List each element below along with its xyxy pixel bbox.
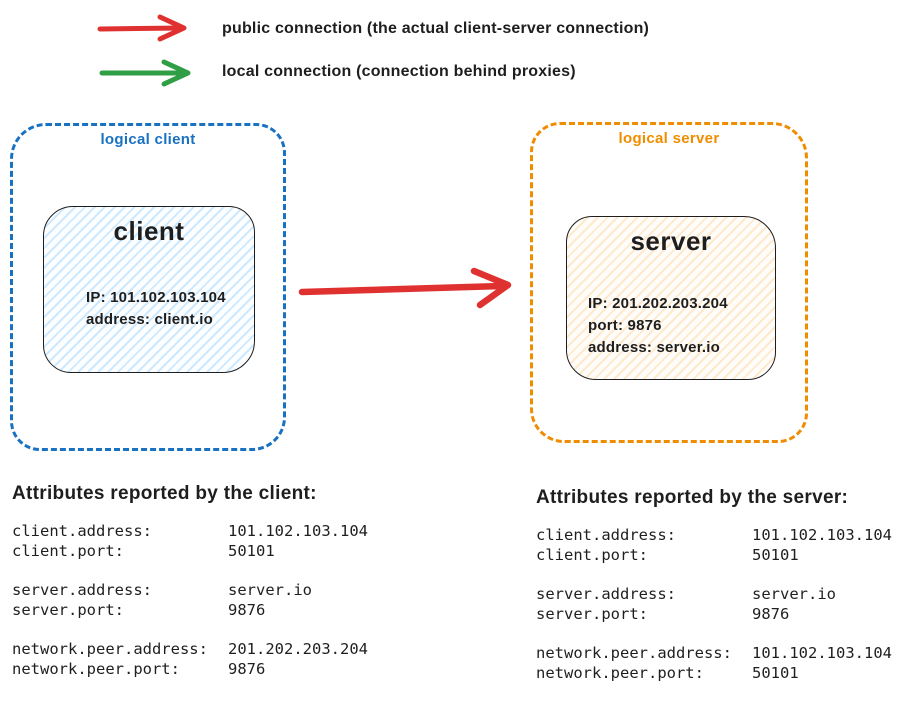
attr-key: server.port: xyxy=(536,604,648,623)
attr-key: network.peer.address: xyxy=(536,644,732,662)
server-attributes-heading: Attributes reported by the server: xyxy=(536,487,849,508)
server-node: server IP: 201.202.203.204 port: 9876 ad… xyxy=(566,216,776,380)
attr-row: server.address: server.io xyxy=(536,585,896,605)
attr-value: 50101 xyxy=(752,663,799,682)
client-attr-group: client.address: 101.102.103.104 client.p… xyxy=(12,522,432,561)
attr-row: client.port: 50101 xyxy=(12,542,432,562)
attr-value: 201.202.203.204 xyxy=(228,640,368,658)
attr-key: network.peer.port: xyxy=(12,659,180,678)
attr-key: network.peer.port: xyxy=(536,663,704,682)
attr-row: server.port: 9876 xyxy=(536,605,896,625)
client-attributes-table: client.address: 101.102.103.104 client.p… xyxy=(12,522,432,679)
attr-row: network.peer.address: 101.102.103.104 xyxy=(536,644,896,664)
attr-key: server.port: xyxy=(12,600,124,619)
attr-key: server.address: xyxy=(12,581,152,599)
attr-row: server.address: server.io xyxy=(12,581,432,601)
logical-server-label: logical server xyxy=(618,130,720,147)
attr-value: 50101 xyxy=(228,541,275,560)
attr-value: 9876 xyxy=(228,659,266,678)
attr-key: server.address: xyxy=(536,585,676,603)
attr-key: network.peer.address: xyxy=(12,640,208,658)
attr-row: network.peer.port: 9876 xyxy=(12,660,432,680)
server-ip-line: IP: 201.202.203.204 xyxy=(588,295,728,312)
client-attributes-heading: Attributes reported by the client: xyxy=(12,483,317,504)
attr-row: network.peer.port: 50101 xyxy=(536,664,896,684)
attr-row: client.port: 50101 xyxy=(536,546,896,566)
attr-key: client.address: xyxy=(536,526,676,544)
attr-key: client.address: xyxy=(12,522,152,540)
attr-value: server.io xyxy=(228,581,312,599)
server-node-details: IP: 201.202.203.204 port: 9876 address: … xyxy=(588,293,728,359)
client-address-line: address: client.io xyxy=(86,311,213,328)
client-node: client IP: 101.102.103.104 address: clie… xyxy=(43,206,255,373)
server-address-line: address: server.io xyxy=(588,339,721,356)
attr-value: 9876 xyxy=(752,604,790,623)
client-node-details: IP: 101.102.103.104 address: client.io xyxy=(86,287,226,331)
attr-row: client.address: 101.102.103.104 xyxy=(12,522,432,542)
client-attributes-section: Attributes reported by the client: clien… xyxy=(12,483,432,699)
server-attr-group: network.peer.address: 101.102.103.104 ne… xyxy=(536,644,896,683)
attr-value: 50101 xyxy=(752,545,799,564)
logical-client-box: logical client client IP: 101.102.103.10… xyxy=(10,123,286,451)
attr-value: 101.102.103.104 xyxy=(752,526,892,544)
server-port-line: port: 9876 xyxy=(588,317,662,334)
client-attr-group: network.peer.address: 201.202.203.204 ne… xyxy=(12,640,432,679)
attr-key: client.port: xyxy=(536,545,648,564)
logical-client-label: logical client xyxy=(100,131,196,148)
attr-value: server.io xyxy=(752,585,836,603)
legend-public-connection-label: public connection (the actual client-ser… xyxy=(222,20,650,37)
public-connection-arrow-icon xyxy=(97,14,187,42)
server-attr-group: server.address: server.io server.port: 9… xyxy=(536,585,896,624)
attr-value: 9876 xyxy=(228,600,266,619)
attr-key: client.port: xyxy=(12,541,124,560)
attr-value: 101.102.103.104 xyxy=(752,644,892,662)
legend-local-connection-label: local connection (connection behind prox… xyxy=(222,63,576,80)
client-ip-line: IP: 101.102.103.104 xyxy=(86,289,226,306)
client-to-server-arrow-icon xyxy=(298,267,512,309)
server-attributes-section: Attributes reported by the server: clien… xyxy=(536,487,896,703)
server-node-title: server xyxy=(630,226,712,256)
attr-row: network.peer.address: 201.202.203.204 xyxy=(12,640,432,660)
client-node-title: client xyxy=(113,216,185,246)
client-attr-group: server.address: server.io server.port: 9… xyxy=(12,581,432,620)
server-attr-group: client.address: 101.102.103.104 client.p… xyxy=(536,526,896,565)
server-attributes-table: client.address: 101.102.103.104 client.p… xyxy=(536,526,896,683)
attr-row: client.address: 101.102.103.104 xyxy=(536,526,896,546)
attr-value: 101.102.103.104 xyxy=(228,522,368,540)
local-connection-arrow-icon xyxy=(99,59,191,87)
logical-server-box: logical server server IP: 201.202.203.20… xyxy=(530,122,808,443)
attr-row: server.port: 9876 xyxy=(12,601,432,621)
